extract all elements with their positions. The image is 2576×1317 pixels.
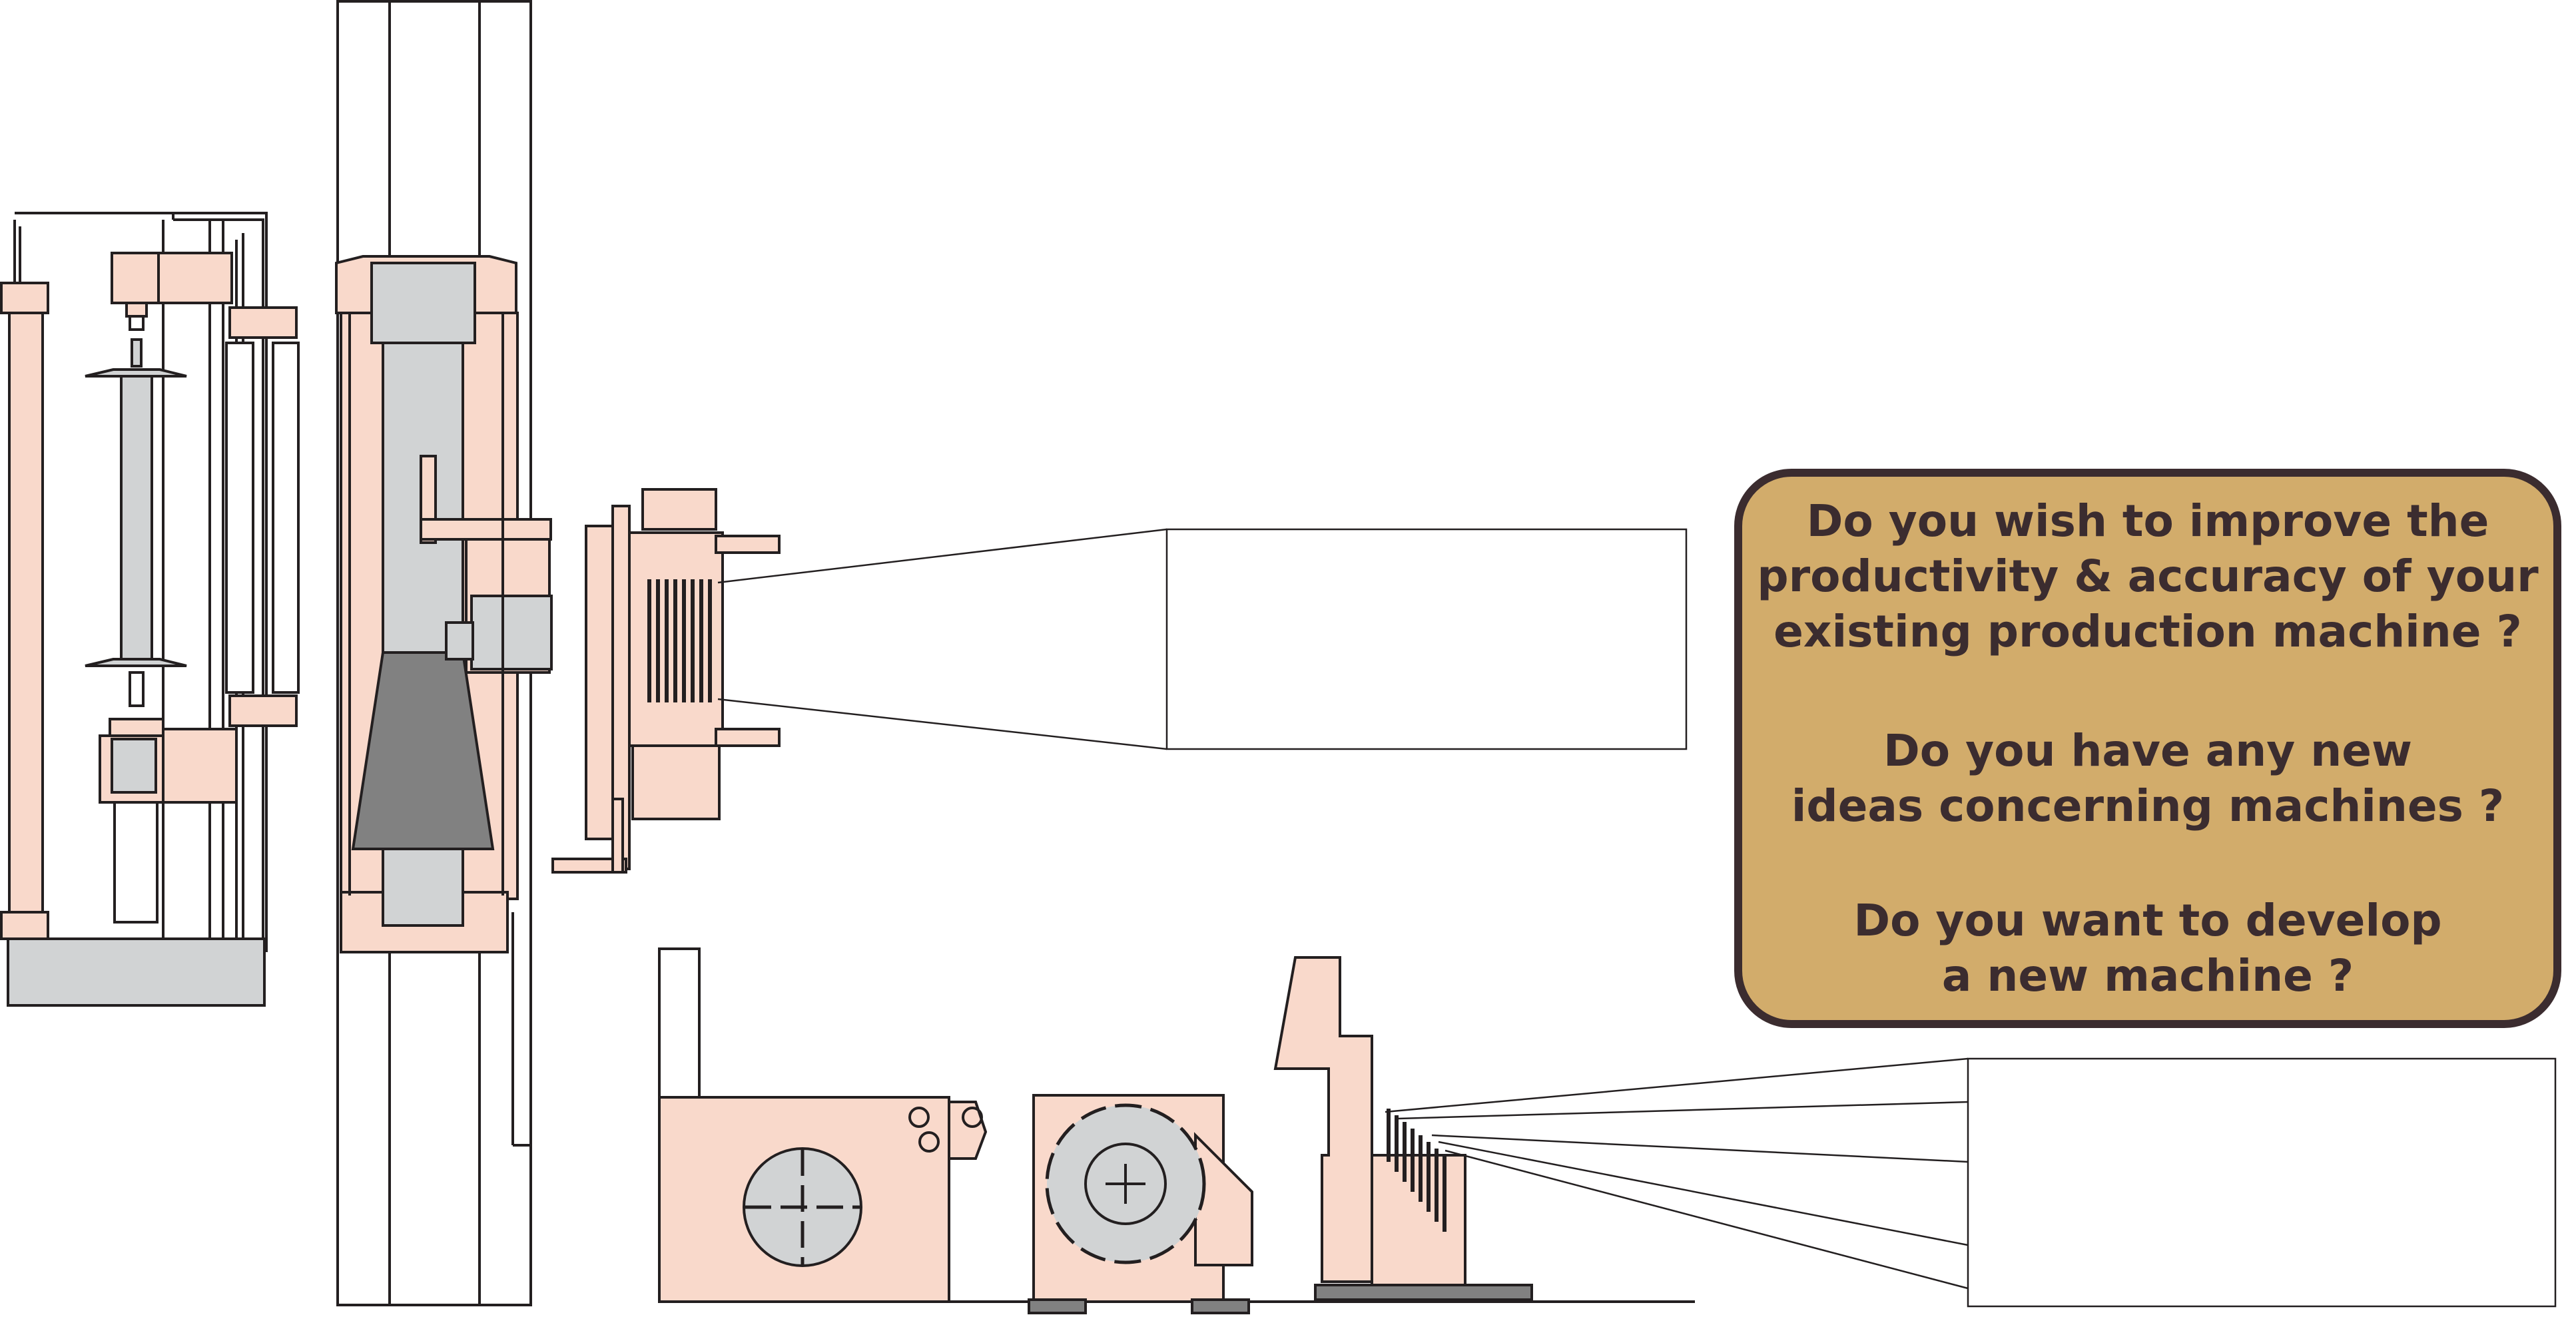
callout-line-6: Do you want to develop — [1853, 895, 2441, 946]
head-machine — [551, 488, 1688, 874]
callout-line-5: ideas concerning machines ? — [1791, 780, 2504, 832]
callout-line-4: Do you have any new — [1883, 725, 2412, 776]
bottom-machines — [658, 947, 2557, 1314]
callout-line-1: Do you wish to improve the — [1807, 495, 2489, 547]
callout-line-2: productivity & accuracy of your — [1757, 551, 2539, 602]
question-callout: Do you wish to improve the productivity … — [1734, 469, 2561, 1028]
callout-line-3: existing production machine ? — [1773, 606, 2522, 657]
callout-background — [1734, 469, 2561, 1028]
callout-line-7: a new machine ? — [1942, 950, 2354, 1001]
column-machine — [335, 0, 553, 1306]
spindle-machine — [0, 212, 300, 1007]
